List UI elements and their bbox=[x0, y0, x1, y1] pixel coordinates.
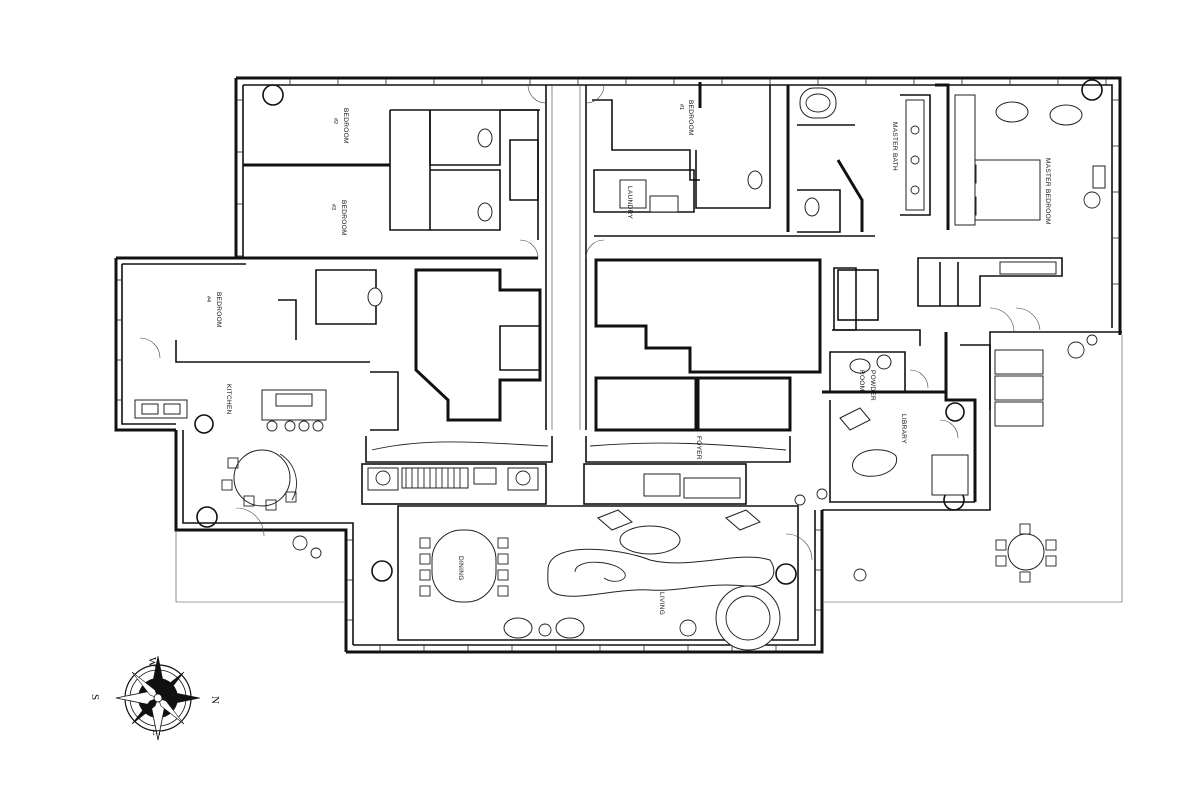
label-kitchen: KITCHEN bbox=[225, 384, 232, 415]
label-foyer: FOYER bbox=[695, 436, 702, 460]
label-bedroom-1: BEDROOM bbox=[687, 100, 694, 136]
label-dining: DINING bbox=[457, 556, 464, 581]
label-library: LIBRARY bbox=[900, 414, 907, 444]
label-bedroom-1-number: #1 bbox=[678, 104, 684, 110]
column-icon bbox=[371, 560, 393, 582]
label-master-bedroom: MASTER BEDROOM bbox=[1044, 158, 1051, 225]
window-marks bbox=[116, 78, 1120, 652]
door-swings bbox=[139, 84, 1041, 561]
label-powder-room-line2: ROOM bbox=[858, 370, 865, 391]
room-labels: BEDROOM #2 BEDROOM #3 BEDROOM #1 BEDROOM… bbox=[205, 100, 1051, 615]
column-icon bbox=[945, 402, 965, 422]
label-bedroom-2-number: #2 bbox=[332, 118, 338, 124]
column-icon bbox=[194, 414, 214, 434]
compass-rose: W N S E bbox=[89, 655, 221, 741]
column-icon bbox=[1081, 79, 1103, 101]
column-icon bbox=[262, 84, 284, 106]
label-living: LIVING bbox=[658, 592, 665, 615]
compass-south-letter: S bbox=[89, 694, 101, 700]
compass-west-letter: W bbox=[146, 657, 158, 668]
interior-walls bbox=[175, 82, 1063, 641]
label-powder-room-line1: POWDER bbox=[869, 370, 876, 401]
column-icon bbox=[196, 506, 218, 528]
compass-north-letter: N bbox=[209, 696, 221, 704]
label-bedroom-2: BEDROOM bbox=[342, 108, 349, 144]
fixtures bbox=[134, 79, 1106, 651]
label-bedroom-4-number: #4 bbox=[205, 296, 211, 302]
label-bedroom-3-number: #3 bbox=[330, 204, 336, 210]
label-laundry: LAUNDRY bbox=[626, 186, 633, 219]
label-master-bath: MASTER BATH bbox=[891, 122, 898, 171]
compass-east-letter: E bbox=[150, 729, 162, 736]
column-icon bbox=[775, 563, 797, 585]
label-bedroom-4: BEDROOM bbox=[215, 292, 222, 328]
label-bedroom-3: BEDROOM bbox=[340, 200, 347, 236]
exterior-walls bbox=[114, 76, 1123, 654]
